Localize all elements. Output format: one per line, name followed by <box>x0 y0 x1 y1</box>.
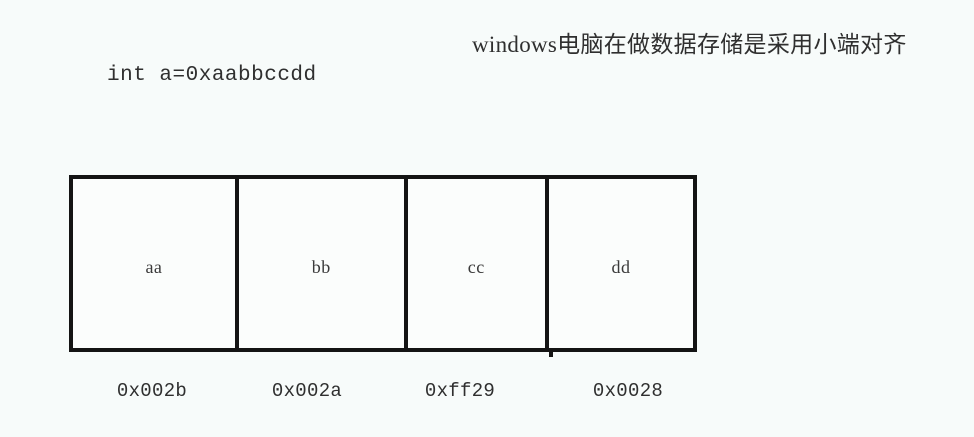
memory-address-label: 0x002b <box>116 380 188 402</box>
memory-cell: aa <box>73 179 239 348</box>
memory-address-label: 0xff29 <box>424 380 496 402</box>
memory-cell: dd <box>548 179 693 348</box>
memory-address-label: 0x002a <box>271 380 343 402</box>
divider-tick-mark <box>549 348 553 357</box>
annotation-note: windows电脑在做数据存储是采用小端对齐 <box>472 32 907 57</box>
memory-cell-value: dd <box>611 257 631 277</box>
memory-layout-box: aa bb cc dd <box>69 175 697 352</box>
memory-cell: bb <box>238 179 408 348</box>
memory-cell: cc <box>407 179 549 348</box>
memory-cell-value: cc <box>467 257 485 277</box>
code-declaration: int a=0xaabbccdd <box>107 64 317 87</box>
memory-address-label: 0x0028 <box>592 380 664 402</box>
memory-cell-value: bb <box>311 257 331 277</box>
memory-cell-value: aa <box>145 257 163 277</box>
